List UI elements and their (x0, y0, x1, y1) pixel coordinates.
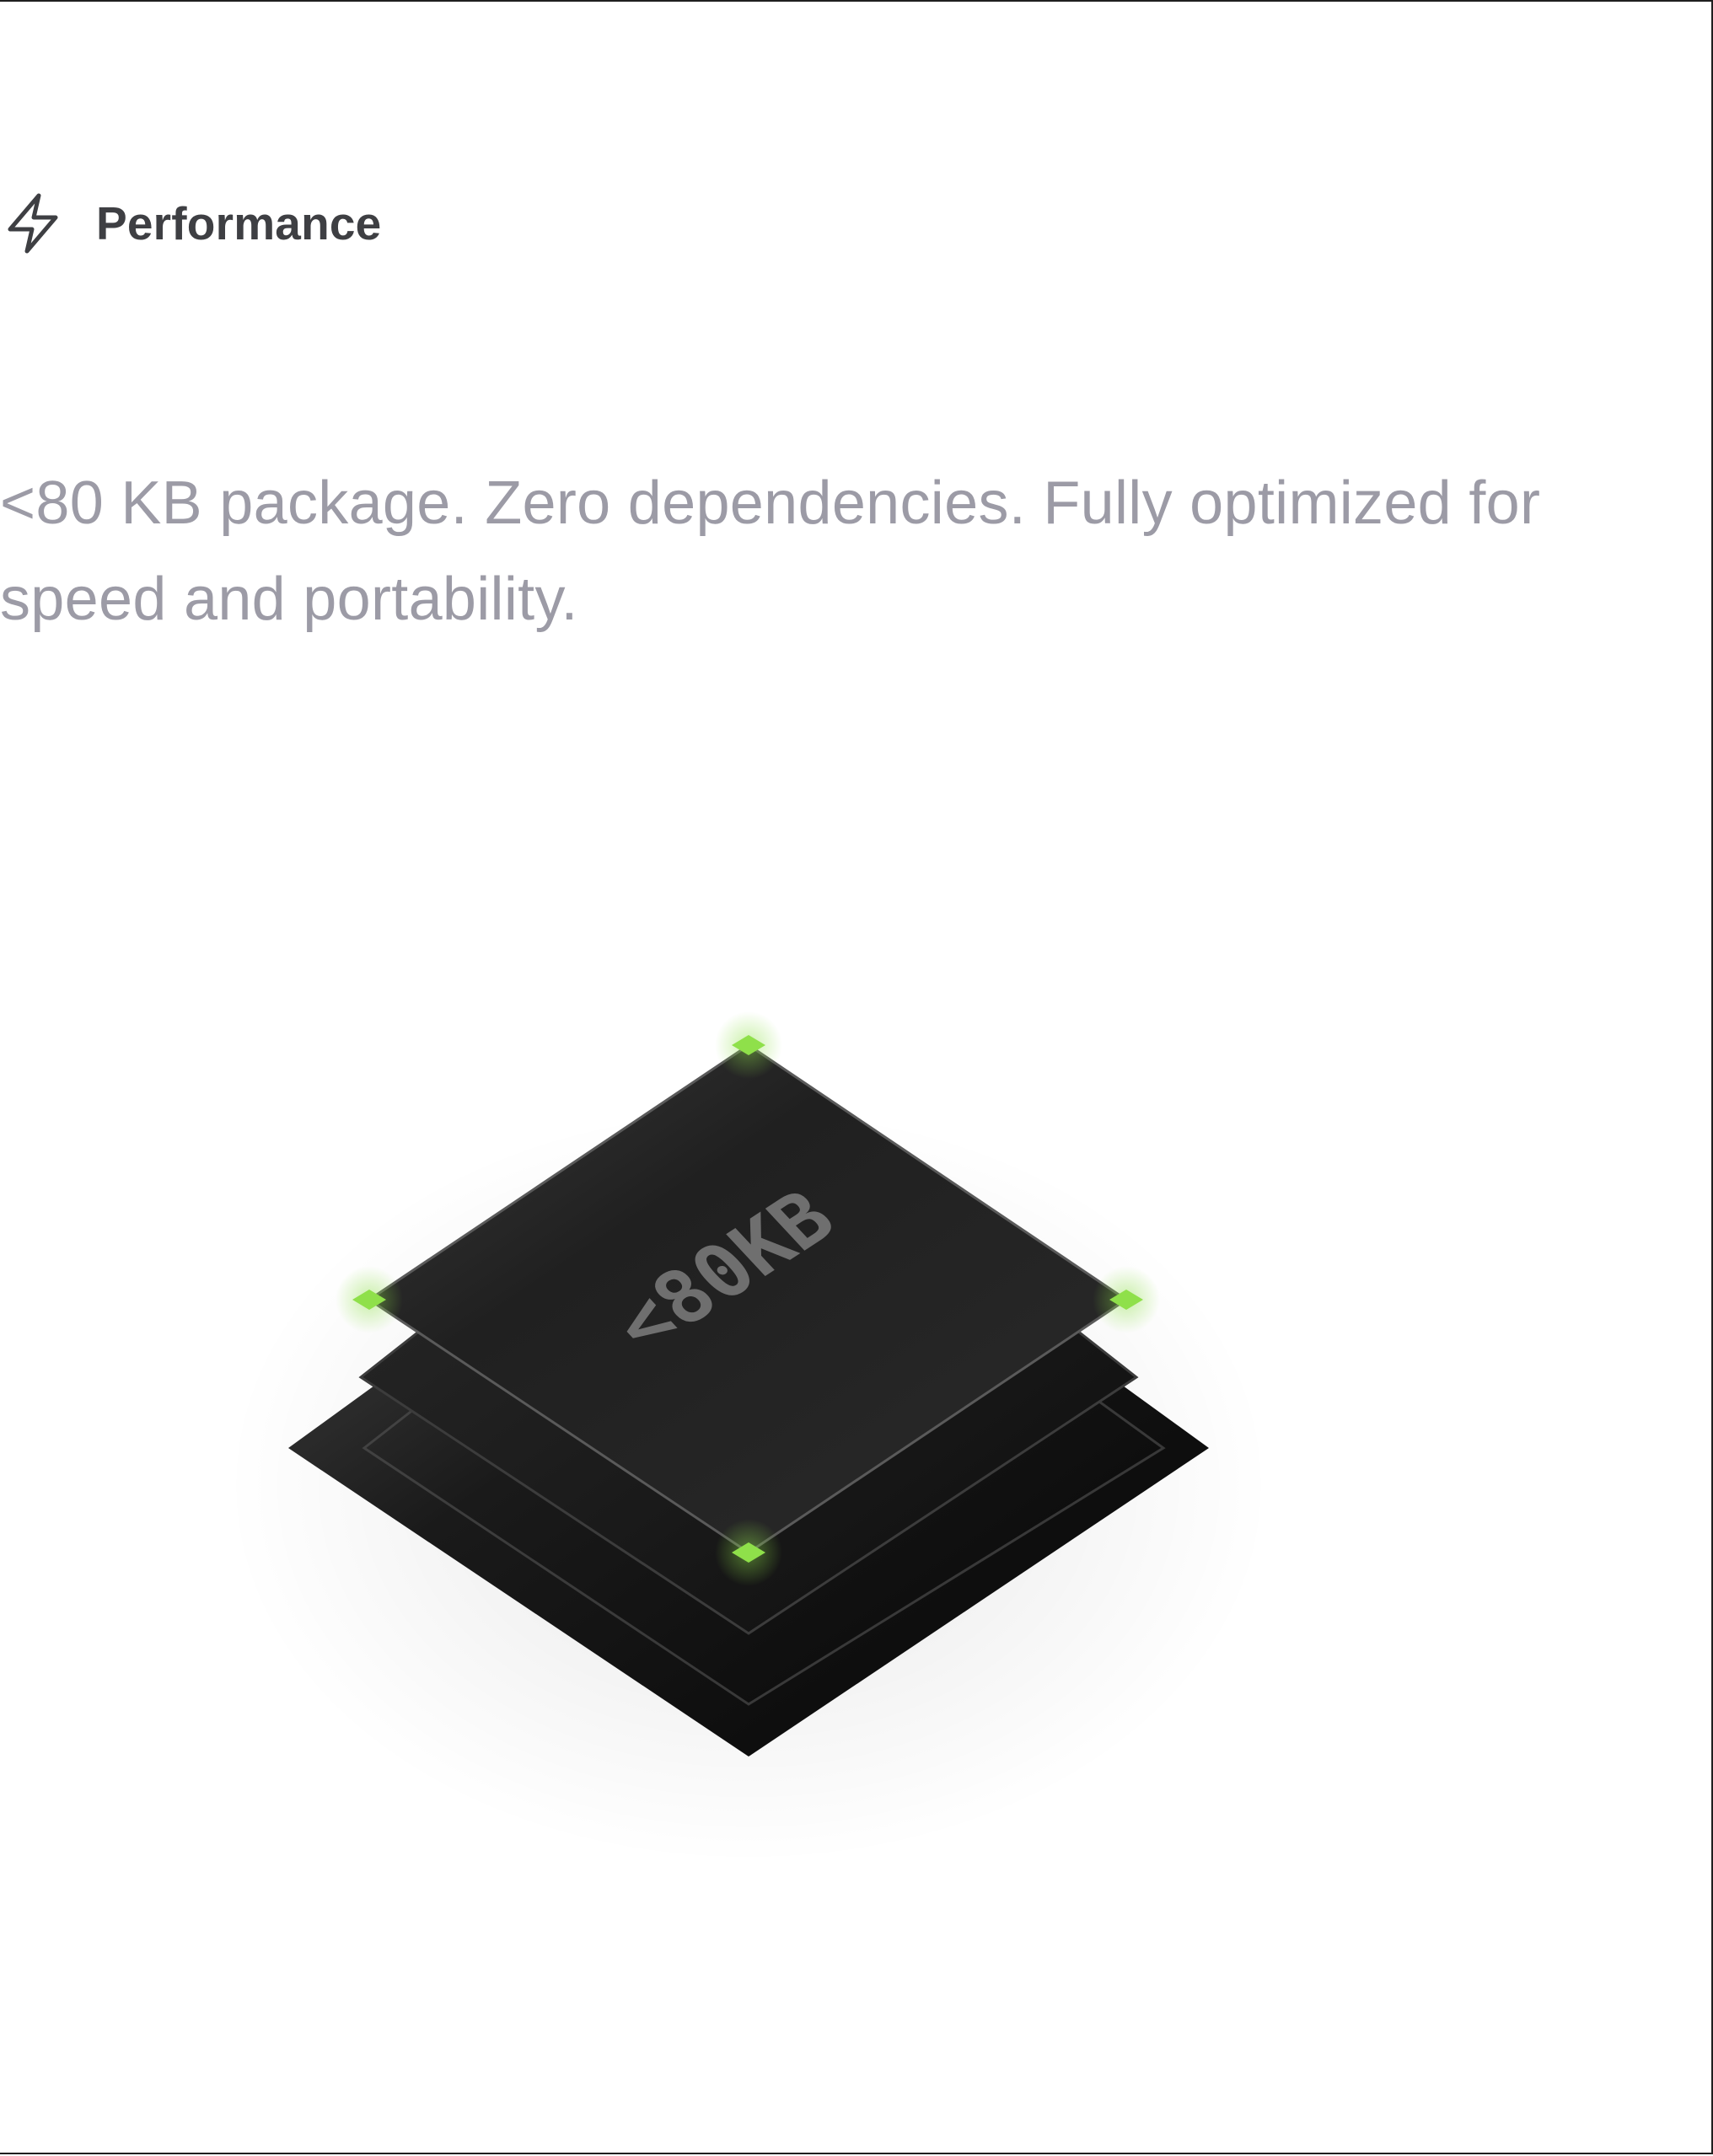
marker-glow-bottom (715, 1519, 782, 1586)
middle-layer (358, 1070, 1139, 1635)
bottom-layer-inner-outline (362, 1146, 1166, 1706)
marker-bottom (732, 1542, 765, 1563)
top-layer (367, 1043, 1129, 1554)
feature-label: Performance (96, 197, 382, 249)
bottom-layer (288, 1114, 1209, 1756)
marker-glow-left (336, 1266, 403, 1333)
marker-top (732, 1035, 765, 1055)
marker-left (352, 1290, 386, 1310)
marker-right (1109, 1290, 1143, 1310)
chip-label: <80KB (594, 1174, 852, 1368)
marker-glow-top (715, 1011, 782, 1079)
feature-header: Performance (5, 192, 381, 255)
marker-glow-right (1093, 1266, 1160, 1333)
layer-shadow (226, 1106, 1271, 1864)
feature-description: <80 KB package. Zero dependencies. Fully… (0, 469, 1541, 633)
lightning-bolt-icon (8, 193, 58, 254)
